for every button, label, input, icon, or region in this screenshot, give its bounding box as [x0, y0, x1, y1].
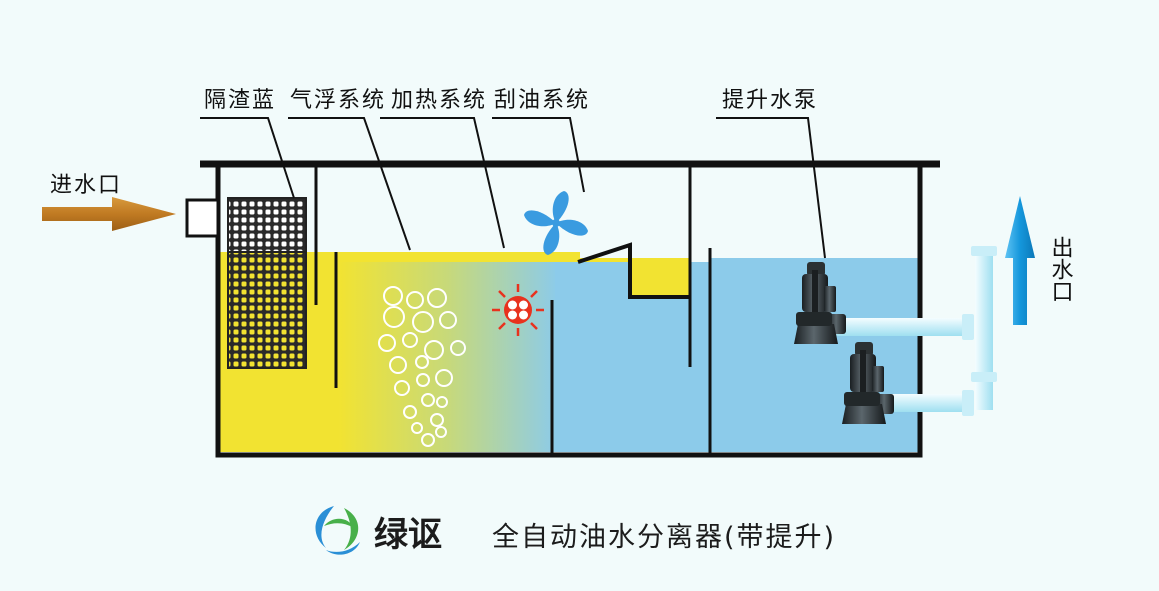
pump-icon — [794, 262, 846, 344]
slag-basket — [227, 197, 307, 369]
oil-collection-box — [580, 258, 690, 297]
air-bubbles — [378, 286, 466, 447]
inlet-pipe-stub — [185, 198, 220, 238]
brand-name: 绿讴 — [374, 515, 442, 555]
inlet-label: 进水口 — [50, 173, 122, 198]
heater-icon — [492, 284, 544, 336]
heating-label: 加热系统 — [391, 88, 487, 113]
outlet-label: 出水口 — [1048, 236, 1074, 302]
oil-top-band — [338, 252, 580, 262]
leader-lines — [200, 117, 826, 259]
air-flotation-label: 气浮系统 — [290, 88, 386, 113]
mixed-zone — [338, 252, 558, 452]
outlet-pipes — [830, 246, 997, 416]
swirl-logo-icon — [315, 506, 360, 555]
lift-pump-label: 提升水泵 — [722, 88, 818, 113]
tank-body — [215, 164, 923, 458]
pump-icon — [842, 342, 894, 424]
fan-icon — [524, 191, 588, 255]
slag-basket-label: 隔渣蓝 — [204, 88, 276, 113]
oil-scraping-label: 刮油系统 — [494, 88, 590, 113]
arrow-right-icon — [42, 197, 176, 231]
arrow-up-icon — [1005, 196, 1035, 325]
diagram-caption: 全自动油水分离器(带提升) — [492, 522, 836, 553]
oil-weir — [577, 242, 690, 299]
